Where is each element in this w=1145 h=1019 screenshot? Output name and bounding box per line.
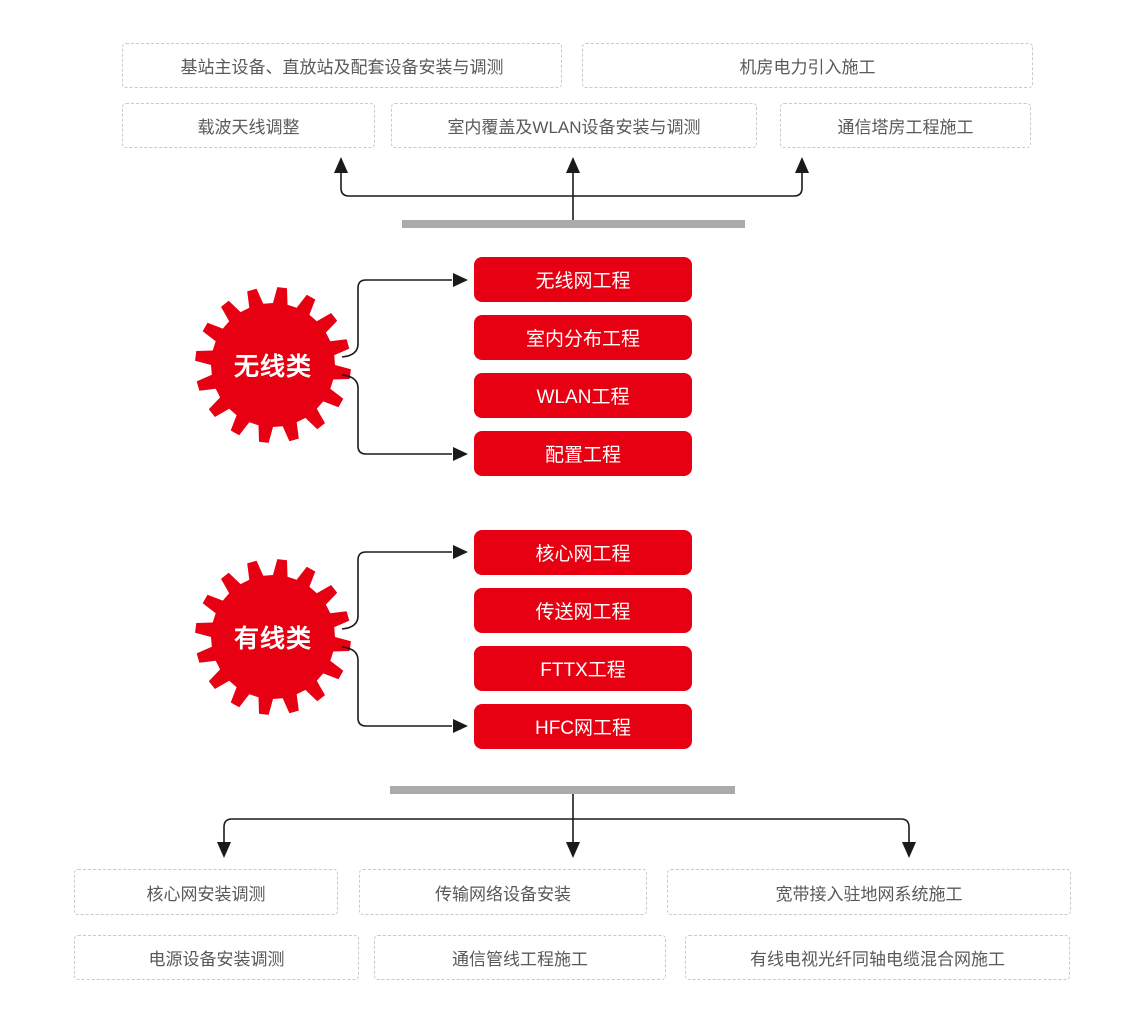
task-box: 宽带接入驻地网系统施工 (667, 869, 1071, 915)
project-button: 室内分布工程 (474, 315, 692, 360)
wireless-gear: 无线类 (193, 285, 353, 445)
connector (341, 646, 452, 727)
top-divider-bar (402, 220, 745, 228)
arrow-down-icon (566, 842, 580, 858)
connector (341, 551, 452, 630)
arrow-down-icon (902, 842, 916, 858)
project-button: HFC网工程 (474, 704, 692, 749)
task-box: 机房电力引入施工 (582, 43, 1033, 88)
task-box: 室内覆盖及WLAN设备安装与调测 (391, 103, 757, 148)
arrow-right-icon (453, 545, 468, 559)
connector (341, 279, 452, 358)
task-box: 基站主设备、直放站及配套设备安装与调测 (122, 43, 562, 88)
task-box: 载波天线调整 (122, 103, 375, 148)
project-button: 传送网工程 (474, 588, 692, 633)
project-button: 配置工程 (474, 431, 692, 476)
wireless-gear-label: 无线类 (233, 353, 312, 381)
project-button: WLAN工程 (474, 373, 692, 418)
arrow-right-icon (453, 447, 468, 461)
project-button: 核心网工程 (474, 530, 692, 575)
task-box: 传输网络设备安装 (359, 869, 647, 915)
wired-gear: 有线类 (193, 557, 353, 717)
project-button: FTTX工程 (474, 646, 692, 691)
task-box: 电源设备安装调测 (74, 935, 359, 980)
task-box: 有线电视光纤同轴电缆混合网施工 (685, 935, 1070, 980)
task-box: 通信塔房工程施工 (780, 103, 1031, 148)
arrow-down-icon (217, 842, 231, 858)
connector (341, 374, 452, 455)
arrow-right-icon (453, 273, 468, 287)
bottom-divider-bar (390, 786, 735, 794)
task-box: 核心网安装调测 (74, 869, 338, 915)
connector (223, 818, 910, 844)
task-box: 通信管线工程施工 (374, 935, 666, 980)
arrow-up-icon (795, 157, 809, 173)
connector (340, 171, 803, 197)
arrow-right-icon (453, 719, 468, 733)
project-button: 无线网工程 (474, 257, 692, 302)
wired-gear-label: 有线类 (233, 625, 312, 653)
arrow-up-icon (566, 157, 580, 173)
arrow-up-icon (334, 157, 348, 173)
gear-icon (195, 287, 351, 443)
gear-icon (195, 559, 351, 715)
